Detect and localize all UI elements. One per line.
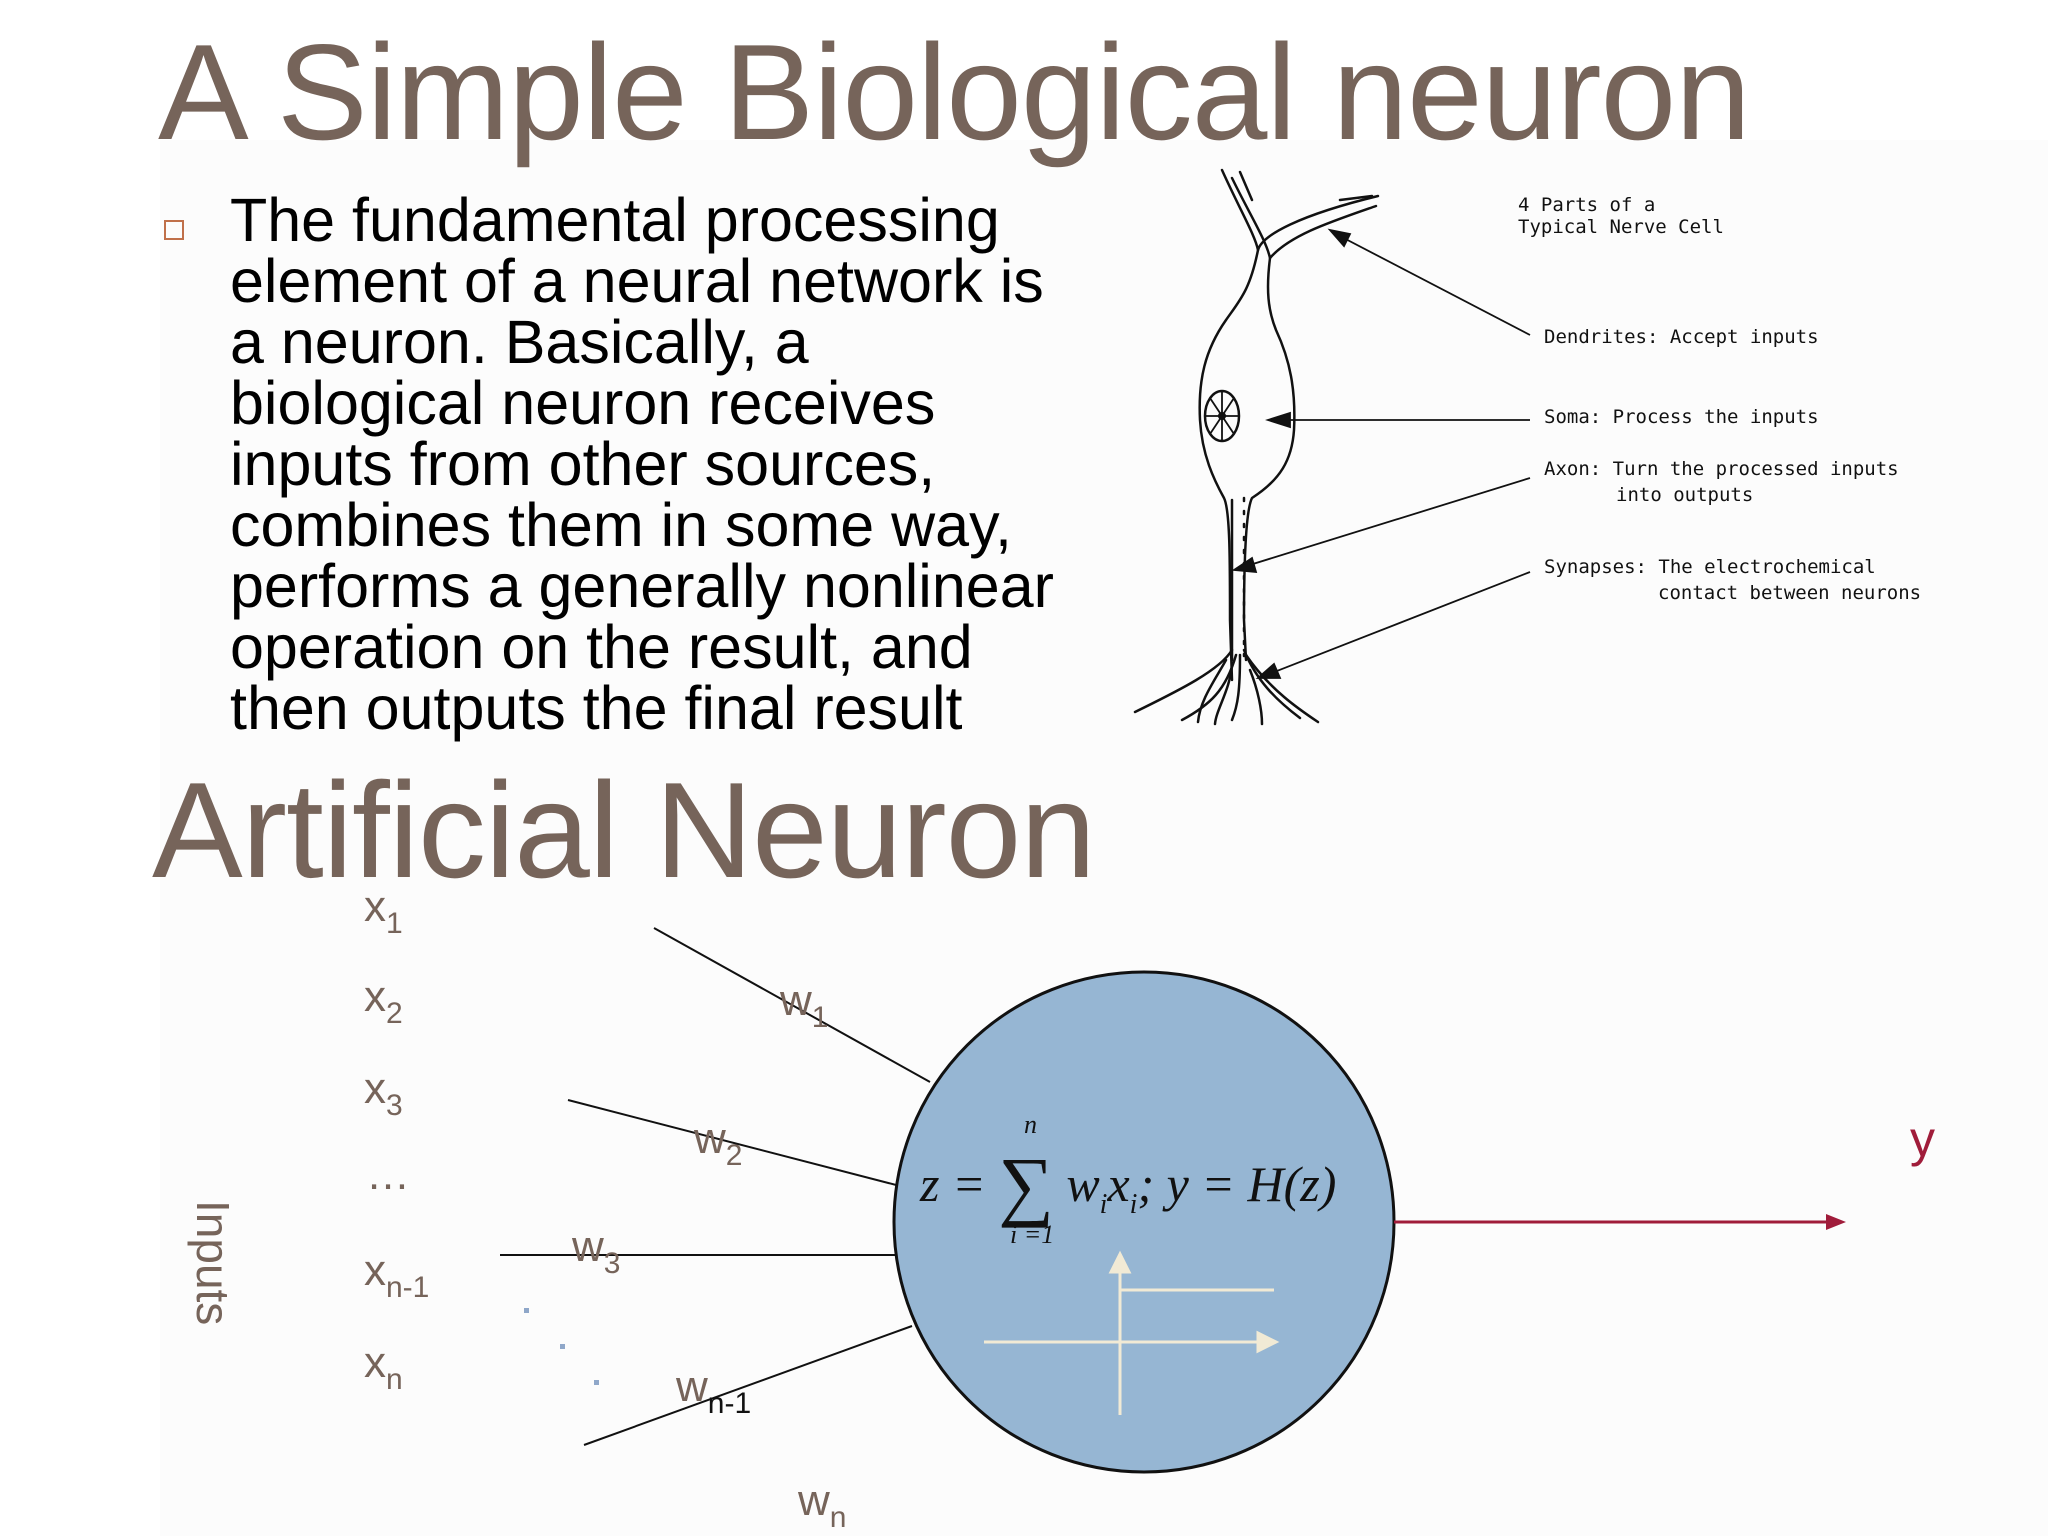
inputs-axis-label: Inputs bbox=[187, 1200, 239, 1326]
paragraph-line: combines them in some way, bbox=[230, 491, 1013, 559]
step-function-graph bbox=[984, 1250, 1280, 1415]
w-subscript: 2 bbox=[725, 1139, 743, 1172]
ellipsis-dot bbox=[594, 1380, 599, 1385]
bio-heading-line2: Typical Nerve Cell bbox=[1518, 216, 1724, 238]
input-label-x1: x1 bbox=[364, 882, 403, 941]
formula-rhs: ; y = H(z) bbox=[1137, 1156, 1337, 1212]
w-subscript: n-1 bbox=[707, 1387, 752, 1420]
slide-title: A Simple Biological neuron bbox=[158, 16, 1751, 168]
input-label-xn-1: xn-1 bbox=[364, 1246, 429, 1305]
output-label: y bbox=[1910, 1111, 1935, 1167]
dendrites-arrowhead bbox=[1327, 228, 1352, 248]
ellipsis-dot bbox=[524, 1308, 529, 1313]
section-title: Artificial Neuron bbox=[152, 754, 1096, 906]
paragraph-line: performs a generally nonlinear bbox=[230, 552, 1054, 620]
axon-terminal bbox=[1133, 648, 1234, 714]
dendrites-pointer bbox=[1335, 233, 1531, 336]
input-label-ellipsis: … bbox=[366, 1150, 410, 1209]
dendrite-branch bbox=[1338, 194, 1374, 202]
w-base: w bbox=[572, 1222, 604, 1271]
weight-label-w1: w1 bbox=[780, 976, 828, 1035]
weight-label-w3: w3 bbox=[572, 1222, 620, 1281]
synapses-pointer bbox=[1263, 571, 1531, 677]
paragraph-line: biological neuron receives bbox=[230, 369, 936, 437]
nucleolus bbox=[1218, 412, 1226, 420]
synapses-label-line1: Synapses: The electrochemical bbox=[1544, 556, 1876, 578]
x-subscript: 1 bbox=[386, 907, 403, 940]
axon-pointer bbox=[1239, 477, 1531, 569]
cell-body-outline bbox=[1198, 248, 1260, 682]
bullet-paragraph: The fundamental processing element of a … bbox=[230, 190, 1130, 739]
soma-arrowhead bbox=[1265, 411, 1291, 429]
weight-label-w2: w2 bbox=[694, 1114, 742, 1173]
soma-label: Soma: Process the inputs bbox=[1544, 406, 1819, 428]
axon-terminal bbox=[1244, 653, 1320, 724]
x-base: x bbox=[364, 882, 386, 931]
x-base: x bbox=[364, 1338, 386, 1387]
nucleus bbox=[1203, 389, 1241, 443]
paragraph-line: element of a neural network is bbox=[230, 247, 1044, 315]
dendrites-label: Dendrites: Accept inputs bbox=[1544, 326, 1819, 348]
output-arrowhead bbox=[1826, 1214, 1846, 1230]
sum-upper-limit: n bbox=[1024, 1110, 1037, 1139]
term-w-subscript: i bbox=[1099, 1189, 1108, 1220]
input-label-x2: x2 bbox=[364, 972, 403, 1031]
axon-terminal bbox=[1248, 668, 1264, 726]
input-label-x3: x3 bbox=[364, 1064, 403, 1123]
input-weight-line bbox=[567, 1099, 901, 1187]
axon-arrowhead bbox=[1231, 556, 1258, 574]
neuron-formula: z = ∑ n i =1 wixi; y = H(z) bbox=[920, 1110, 1337, 1249]
w-base: w bbox=[780, 976, 812, 1025]
axon-terminal bbox=[1230, 653, 1242, 722]
paragraph-line: a neuron. Basically, a bbox=[230, 308, 809, 376]
w-base: w bbox=[798, 1476, 830, 1525]
x-base: x bbox=[364, 1246, 386, 1295]
axon-label-line2: into outputs bbox=[1616, 484, 1754, 506]
sum-lower-limit: i =1 bbox=[1010, 1220, 1055, 1249]
w-subscript: 1 bbox=[811, 1001, 829, 1034]
x-base: … bbox=[366, 1150, 410, 1199]
input-weight-line bbox=[583, 1325, 913, 1446]
formula-lhs: z = bbox=[920, 1156, 986, 1212]
ellipsis-dot bbox=[560, 1344, 565, 1349]
w-base: w bbox=[694, 1114, 726, 1163]
axon-terminal bbox=[1213, 663, 1234, 726]
bio-heading-line1: 4 Parts of a bbox=[1518, 194, 1656, 216]
x-subscript: 3 bbox=[386, 1089, 403, 1122]
term-w: w bbox=[1066, 1156, 1100, 1212]
dendrite-branch bbox=[1238, 170, 1254, 202]
synapses-arrowhead bbox=[1255, 662, 1282, 679]
weight-label-wn-1: wn-1 bbox=[676, 1362, 751, 1421]
sigma-symbol: ∑ bbox=[998, 1141, 1054, 1228]
axon-terminal bbox=[1196, 658, 1228, 724]
cell-body-outline bbox=[1242, 256, 1296, 662]
weight-label-wn: wn bbox=[798, 1476, 846, 1535]
paragraph-line: inputs from other sources, bbox=[230, 430, 936, 498]
input-weight-line bbox=[653, 927, 931, 1083]
axon-label-line1: Axon: Turn the processed inputs bbox=[1544, 458, 1899, 480]
x-subscript: n bbox=[386, 1363, 403, 1396]
term-x-subscript: i bbox=[1129, 1189, 1138, 1220]
x-subscript: 2 bbox=[386, 997, 403, 1030]
synapses-label-line2: contact between neurons bbox=[1658, 582, 1922, 604]
x-base: x bbox=[364, 972, 386, 1021]
bullet-square-icon bbox=[164, 220, 184, 240]
x-base: x bbox=[364, 1064, 386, 1113]
term-x: x bbox=[1107, 1156, 1130, 1212]
w-subscript: n bbox=[829, 1501, 847, 1534]
w-subscript: 3 bbox=[603, 1247, 621, 1280]
w-base: w bbox=[676, 1362, 708, 1411]
paragraph-line: The fundamental processing bbox=[230, 186, 1000, 254]
input-label-xn: xn bbox=[364, 1338, 403, 1397]
x-subscript: n-1 bbox=[386, 1271, 430, 1304]
paragraph-line: then outputs the final result bbox=[230, 674, 963, 742]
paragraph-line: operation on the result, and bbox=[230, 613, 973, 681]
